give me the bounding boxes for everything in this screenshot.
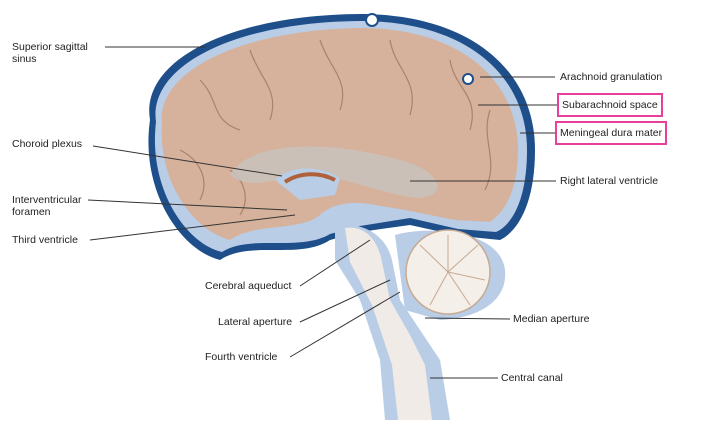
label-central-canal: Central canal	[501, 372, 563, 384]
label-interventricular-foramen: Interventricular foramen	[12, 194, 81, 218]
label-line: sinus	[12, 53, 37, 65]
brainstem	[345, 227, 432, 420]
label-lateral-aperture: Lateral aperture	[218, 316, 293, 328]
label-median-aperture: Median aperture	[513, 313, 590, 325]
label-line: Interventricular	[12, 194, 82, 206]
leader-lines	[87, 46, 557, 379]
label-choroid-plexus: Choroid plexus	[12, 138, 83, 150]
label-cerebral-aqueduct: Cerebral aqueduct	[205, 280, 292, 292]
label-subarachnoid-space: Subarachnoid space	[557, 93, 663, 117]
label-line: Superior sagittal	[12, 41, 88, 53]
label-arachnoid-granulation: Arachnoid granulation	[560, 71, 663, 83]
label-fourth-ventricle: Fourth ventricle	[205, 351, 278, 363]
label-meningeal-dura-mater: Meningeal dura mater	[555, 121, 668, 145]
lateral-ventricle	[230, 146, 438, 198]
label-line: foramen	[12, 206, 51, 218]
label-superior-sagittal-sinus: Superior sagittal sinus	[12, 41, 88, 65]
choroid-plexus	[283, 172, 336, 184]
label-third-ventricle: Third ventricle	[12, 234, 78, 246]
label-right-lateral-ventricle: Right lateral ventricle	[560, 175, 659, 187]
